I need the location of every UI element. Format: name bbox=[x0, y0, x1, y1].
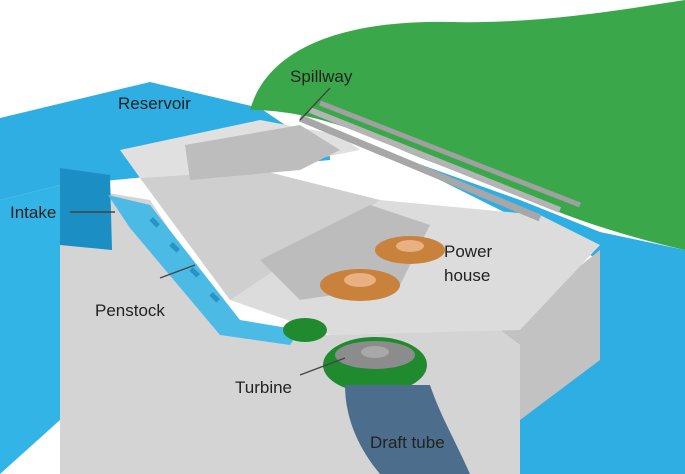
label-penstock: Penstock bbox=[95, 301, 165, 320]
penstock-ribs bbox=[149, 217, 220, 303]
ground-right-face bbox=[500, 250, 600, 420]
dam-block-upper bbox=[185, 125, 340, 180]
left-water-front bbox=[0, 185, 60, 474]
label-turbine: Turbine bbox=[235, 378, 292, 397]
label-reservoir: Reservoir bbox=[118, 94, 191, 113]
label-spillway: Spillway bbox=[290, 67, 353, 86]
generator-upper bbox=[375, 236, 445, 264]
label-power-house-2: house bbox=[444, 266, 490, 285]
label-power-house-1: Power bbox=[444, 242, 493, 261]
spillway-pipes bbox=[298, 100, 581, 222]
leader-lines bbox=[70, 87, 346, 376]
label-draft-tube: Draft tube bbox=[370, 433, 445, 452]
power-house-platform bbox=[230, 200, 600, 335]
downstream-water bbox=[380, 150, 685, 474]
green-hill bbox=[250, 0, 685, 250]
generator-lower bbox=[320, 269, 400, 301]
label-intake: Intake bbox=[10, 203, 56, 222]
penstock-channel bbox=[108, 195, 300, 345]
draft-tube bbox=[345, 385, 470, 474]
turbine bbox=[283, 318, 427, 393]
intake-opening bbox=[60, 168, 112, 250]
